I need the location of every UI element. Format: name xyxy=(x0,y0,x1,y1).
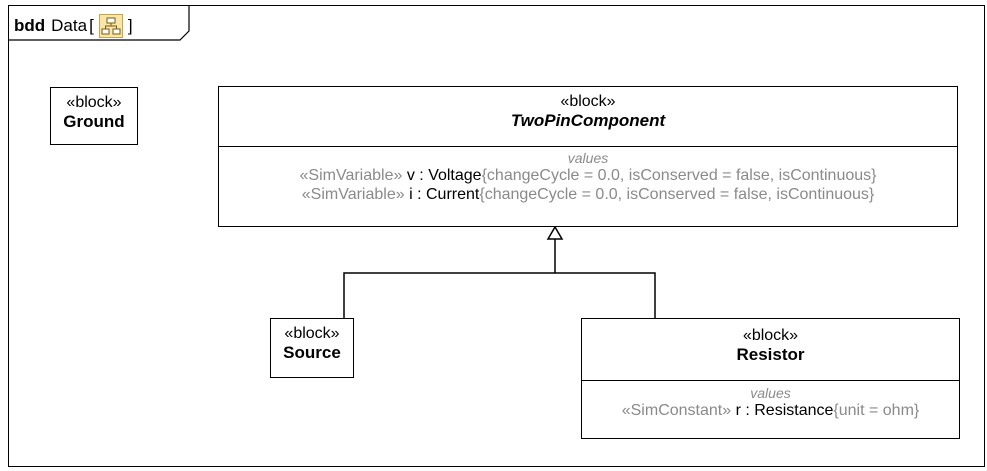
property-separator: : xyxy=(414,167,429,184)
values-compartment: values «SimConstant» r : Resistance{unit… xyxy=(582,380,959,420)
diagram-name: Data xyxy=(51,16,88,35)
block-twopincomponent[interactable]: «block» TwoPinComponent values «SimVaria… xyxy=(218,86,958,227)
compartment-title: values xyxy=(750,385,791,401)
generalization-arrowhead xyxy=(546,225,564,240)
frame-header-tab: bdd Data [ ] xyxy=(8,5,190,41)
block-diagram-icon xyxy=(98,14,123,38)
block-stereotype: «block» xyxy=(66,94,122,111)
block-ground[interactable]: «block» Ground xyxy=(50,87,138,145)
values-compartment: values «SimVariable» v : Voltage{changeC… xyxy=(219,146,957,204)
bracket-close: ] xyxy=(127,16,133,35)
compartment-title: values xyxy=(567,150,609,166)
property-constraints: {changeCycle = 0.0, isConserved = false,… xyxy=(479,186,875,203)
diagram-frame xyxy=(8,5,985,467)
bracket-open: [ xyxy=(89,16,94,35)
block-name: Ground xyxy=(63,112,125,131)
block-name: Resistor xyxy=(736,345,805,364)
generalization-line-source xyxy=(343,272,555,318)
frame-tab-outline xyxy=(8,5,190,41)
block-name: TwoPinComponent xyxy=(510,111,666,130)
value-property-i[interactable]: «SimVariable» i : Current{changeCycle = … xyxy=(219,185,957,204)
diagram-kind: bdd xyxy=(14,16,46,35)
block-stereotype: «block» xyxy=(284,325,340,342)
property-separator: : xyxy=(740,402,755,419)
block-stereotype: «block» xyxy=(742,327,799,344)
property-stereotype: «SimConstant» xyxy=(621,402,732,419)
property-name: r xyxy=(735,402,741,419)
property-constraints: {unit = ohm} xyxy=(833,402,920,419)
property-name: v xyxy=(406,167,415,184)
property-separator: : xyxy=(412,186,426,203)
block-name: Source xyxy=(283,343,341,362)
property-type: Current xyxy=(425,186,480,203)
block-stereotype: «block» xyxy=(560,93,616,110)
property-name: i xyxy=(409,186,413,203)
frame-title: bdd Data [ ] xyxy=(14,14,135,38)
block-resistor[interactable]: «block» Resistor values «SimConstant» r … xyxy=(581,318,960,439)
value-property-r[interactable]: «SimConstant» r : Resistance{unit = ohm} xyxy=(582,401,959,420)
property-stereotype: «SimVariable» xyxy=(299,167,403,184)
value-property-v[interactable]: «SimVariable» v : Voltage{changeCycle = … xyxy=(219,166,957,185)
generalization-line-resistor xyxy=(555,272,656,318)
property-type: Resistance xyxy=(754,402,834,419)
property-type: Voltage xyxy=(428,167,482,184)
property-stereotype: «SimVariable» xyxy=(301,186,405,203)
property-constraints: {changeCycle = 0.0, isConserved = false,… xyxy=(481,167,877,184)
block-source[interactable]: «block» Source xyxy=(270,318,354,378)
